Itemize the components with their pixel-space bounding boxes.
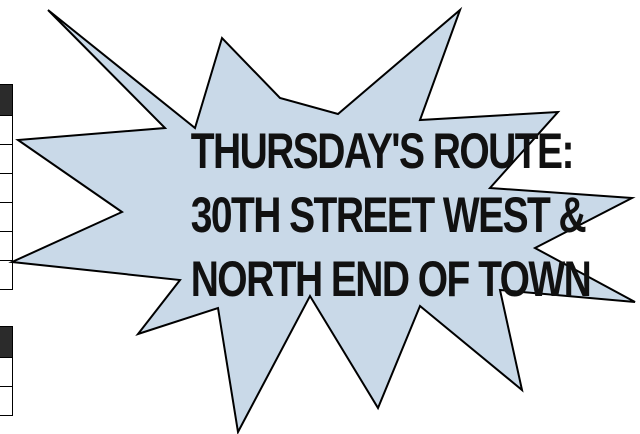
table-header: [0, 327, 12, 358]
route-street: 30TH STREET WEST &: [190, 187, 587, 243]
table-row: [0, 358, 12, 387]
table-header: [0, 85, 12, 116]
table-row: [0, 203, 12, 232]
table-row: [0, 174, 12, 203]
schedule-table-fragment: [0, 84, 13, 290]
table-row: [0, 145, 12, 174]
route-area: NORTH END OF TOWN: [190, 251, 592, 307]
starburst-outline: [8, 6, 636, 434]
table-row: [0, 232, 12, 261]
route-day-title: THURSDAY'S ROUTE:: [190, 123, 575, 179]
table-row: [0, 116, 12, 145]
schedule-table-fragment: [0, 326, 13, 416]
